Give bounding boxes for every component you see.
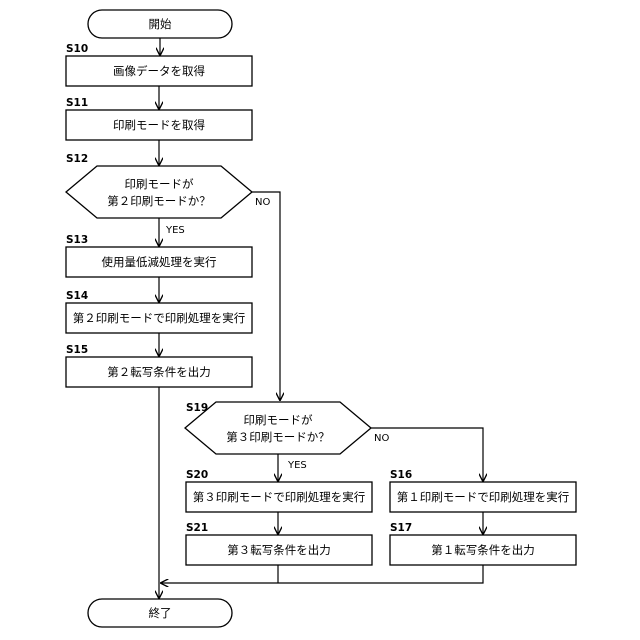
step-id-s16: S16 [390, 469, 412, 481]
yes-label-s12: YES [165, 225, 185, 236]
process-label-s15: 第２転写条件を出力 [107, 365, 211, 379]
process-label-s13: 使用量低減処理を実行 [102, 255, 217, 269]
start-label: 開始 [149, 17, 172, 31]
decision-s12: 印刷モードが 第２印刷モードか？ [66, 166, 252, 218]
end-terminator: 終了 [88, 599, 232, 627]
end-label: 終了 [149, 606, 172, 620]
decision-s19-line1: 印刷モードが [244, 413, 313, 427]
decision-s12-line2: 第２印刷モードか？ [107, 194, 211, 208]
decision-s12-line1: 印刷モードが [125, 177, 194, 191]
step-id-s15: S15 [66, 344, 88, 356]
process-label-s10: 画像データを取得 [113, 64, 205, 78]
step-id-s17: S17 [390, 522, 412, 534]
process-label-s21: 第３転写条件を出力 [227, 543, 331, 557]
process-box-s10: 画像データを取得 [66, 56, 252, 86]
step-id-s11: S11 [66, 97, 88, 109]
process-label-s20: 第３印刷モードで印刷処理を実行 [193, 490, 366, 504]
step-id-s14: S14 [66, 290, 88, 302]
process-box-s14: 第２印刷モードで印刷処理を実行 [66, 303, 252, 333]
process-label-s17: 第１転写条件を出力 [431, 543, 535, 557]
connector-merge [161, 565, 483, 583]
process-box-s15: 第２転写条件を出力 [66, 357, 252, 387]
process-box-s20: 第３印刷モードで印刷処理を実行 [186, 482, 372, 512]
process-box-s21: 第３転写条件を出力 [186, 535, 372, 565]
decision-s19-line2: 第３印刷モードか？ [226, 430, 330, 444]
process-label-s11: 印刷モードを取得 [113, 118, 205, 132]
start-terminator: 開始 [88, 10, 232, 38]
no-label-s19: NO [374, 433, 389, 444]
process-label-s16: 第１印刷モードで印刷処理を実行 [397, 490, 570, 504]
arrow-s12-no [252, 192, 280, 400]
process-box-s17: 第１転写条件を出力 [390, 535, 576, 565]
no-label-s12: NO [255, 197, 270, 208]
step-id-s12: S12 [66, 153, 88, 165]
decision-s19: 印刷モードが 第３印刷モードか？ [185, 402, 371, 454]
step-id-s21: S21 [186, 522, 208, 534]
yes-label-s19: YES [287, 460, 307, 471]
process-box-s16: 第１印刷モードで印刷処理を実行 [390, 482, 576, 512]
process-box-s13: 使用量低減処理を実行 [66, 247, 252, 277]
process-label-s14: 第２印刷モードで印刷処理を実行 [73, 311, 246, 325]
step-id-s10: S10 [66, 43, 88, 55]
step-id-s13: S13 [66, 234, 88, 246]
process-box-s11: 印刷モードを取得 [66, 110, 252, 140]
step-id-s20: S20 [186, 469, 208, 481]
